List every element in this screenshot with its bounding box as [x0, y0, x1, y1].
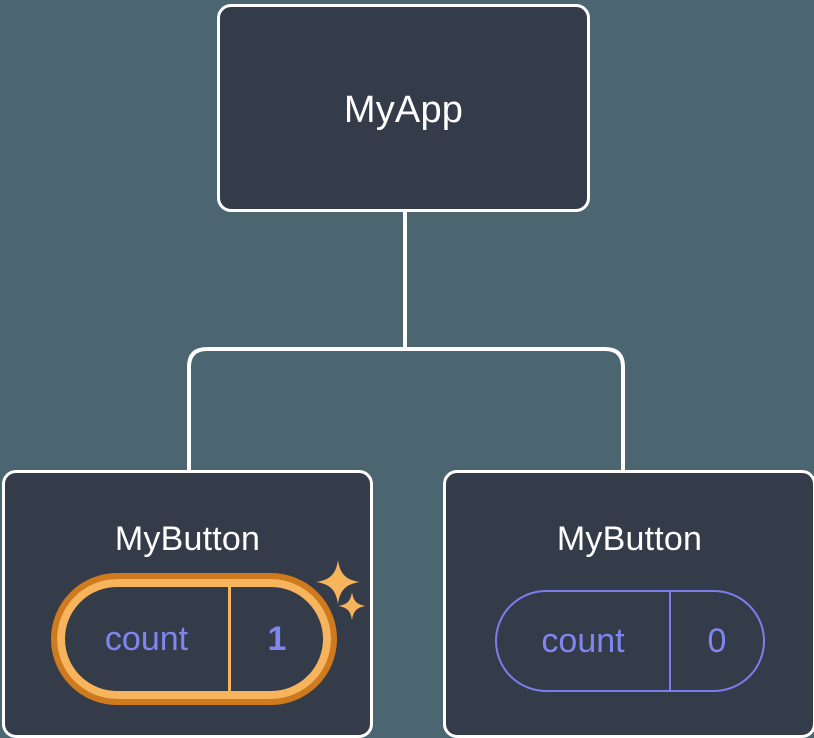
state-key-left: count: [104, 619, 189, 658]
connector-branch-bar: [187, 347, 625, 470]
state-pill-outer-ring: [51, 573, 337, 705]
state-key-right: count: [541, 621, 625, 660]
sparkle-small-icon: [338, 592, 366, 620]
state-value-right: 0: [707, 621, 727, 660]
node-label-mybutton-right: MyButton: [556, 520, 703, 558]
sparkle-large-icon: [316, 560, 360, 604]
state-pill-plain[interactable]: count 0: [495, 590, 765, 692]
node-label-myapp: MyApp: [343, 89, 464, 131]
node-card-mybutton-left[interactable]: MyButton count 1: [2, 470, 373, 738]
state-pill-divider-left: [228, 587, 231, 691]
state-value-left: 1: [267, 619, 287, 658]
node-card-myapp[interactable]: MyApp: [217, 4, 590, 212]
node-card-mybutton-right[interactable]: MyButton count 0: [443, 470, 814, 738]
state-pill-divider-right: [669, 592, 671, 690]
node-label-mybutton-left: MyButton: [114, 520, 261, 558]
state-pill-inner-ring: count 1: [57, 579, 331, 699]
state-pill-highlighted[interactable]: count 1: [51, 573, 337, 705]
